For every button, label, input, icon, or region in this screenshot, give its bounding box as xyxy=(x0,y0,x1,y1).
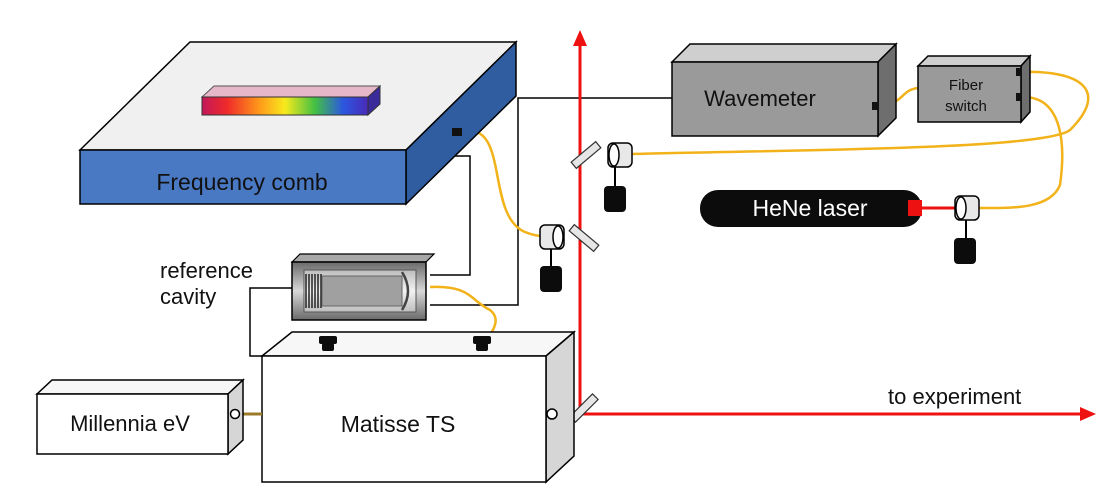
fiber-coupler-icon xyxy=(604,142,633,212)
reference-cavity-label-line2: cavity xyxy=(160,284,216,309)
hene-laser: HeNe laser xyxy=(700,190,922,227)
fiber-switch: Fiber switch xyxy=(916,54,1032,124)
to-experiment-label: to experiment xyxy=(888,384,1021,409)
millennia-ev-pump: Millennia eV xyxy=(35,378,262,456)
wavemeter-label: Wavemeter xyxy=(704,86,816,111)
matisse-ts-laser: Matisse TS xyxy=(259,330,577,484)
spectrum-bar-icon xyxy=(200,84,382,117)
fiber-switch-label-line2: switch xyxy=(945,98,987,115)
frequency-comb: Frequency comb xyxy=(78,40,518,206)
matisse-label: Matisse TS xyxy=(341,411,456,437)
wavemeter-port xyxy=(872,102,879,110)
fiber-coupler-icon xyxy=(539,224,565,292)
fiber-coupler-icon xyxy=(954,195,980,264)
comb-fiber-port xyxy=(452,128,462,136)
knob-icon xyxy=(473,336,491,351)
knob-icon xyxy=(319,336,337,351)
reference-cavity-label-line1: reference xyxy=(160,258,253,283)
wavemeter: Wavemeter xyxy=(670,42,898,138)
hene-laser-label: HeNe laser xyxy=(752,195,867,221)
reference-cavity: reference cavity xyxy=(160,253,436,321)
frequency-comb-label: Frequency comb xyxy=(156,169,327,195)
millennia-label: Millennia eV xyxy=(70,411,190,436)
output-port-icon xyxy=(546,408,558,420)
fiber-switch-label-line1: Fiber xyxy=(949,77,983,94)
output-port-icon xyxy=(229,408,241,420)
mirror-icon xyxy=(568,223,600,253)
mirror-icon xyxy=(570,140,602,170)
